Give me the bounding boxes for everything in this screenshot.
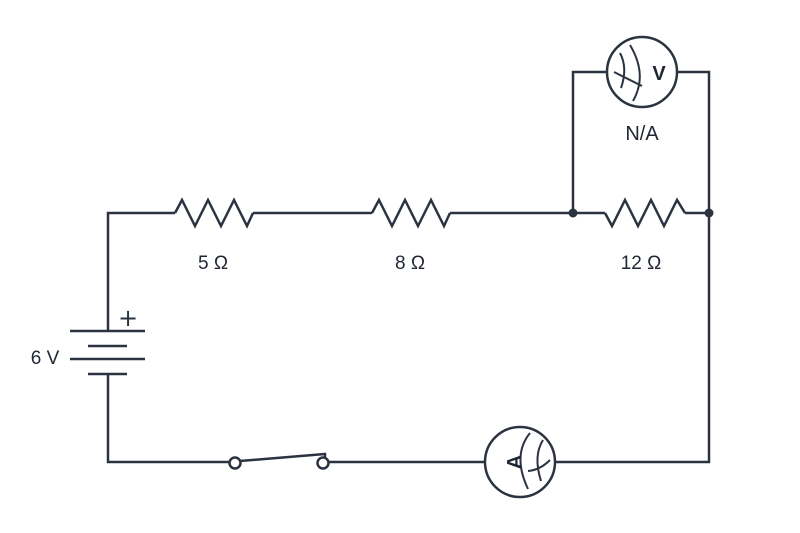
wire-voltmeter-right [677, 70, 711, 213]
resistor-8-label: 8 Ω [395, 253, 425, 274]
wires [106, 70, 711, 464]
ammeter-symbol: A [504, 455, 526, 469]
battery-label: 6 V [31, 348, 60, 369]
wire-left-top [106, 211, 175, 331]
ammeter[interactable]: A [483, 425, 557, 499]
junction-node-left [568, 208, 578, 218]
switch[interactable] [228, 452, 330, 470]
wire-right [555, 211, 711, 464]
resistor-12-label: 12 Ω [621, 253, 662, 274]
battery[interactable] [70, 329, 145, 376]
battery-plus-sign: + [118, 304, 138, 332]
resistor-8-ohm[interactable] [370, 197, 452, 229]
resistor-5-label: 5 Ω [198, 253, 228, 274]
voltmeter[interactable]: V [605, 35, 679, 109]
resistor-5-ohm[interactable] [173, 197, 255, 229]
wire-voltmeter-left [571, 70, 607, 213]
resistor-12-ohm[interactable] [603, 197, 687, 229]
voltmeter-reading: N/A [625, 123, 659, 145]
junction-node-right [704, 208, 714, 218]
wire-bottom-left [106, 374, 229, 464]
voltmeter-symbol: V [652, 63, 666, 85]
